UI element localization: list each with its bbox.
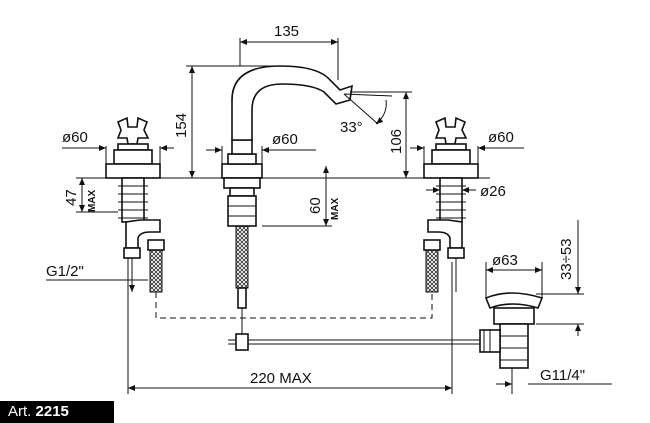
dim-waste-height-range: 33÷53 [558, 238, 575, 280]
right-handle [423, 116, 479, 293]
dim-waste-thread: G11/4" [540, 367, 585, 384]
spout [221, 65, 492, 351]
dim-spout-shank-length: 60 [307, 197, 324, 214]
waste-assembly [479, 292, 544, 369]
article-number: 2215 [35, 403, 69, 420]
dim-left-handle-diameter: ø60 [62, 129, 88, 146]
article-label: Art. 2215 [0, 401, 114, 423]
dim-spout-angle: 33° [340, 119, 363, 136]
hot-cold-hose-dashed [155, 292, 433, 319]
left-flex-hose [149, 247, 163, 293]
dim-left-connection-thread: G1/2" [46, 263, 84, 280]
right-flex-hose [425, 247, 439, 293]
dim-spout-outlet-height: 106 [388, 129, 405, 154]
dim-right-handle-diameter: ø60 [488, 129, 514, 146]
dim-spout-height: 154 [173, 113, 190, 138]
dim-waste-diameter: ø63 [492, 252, 518, 269]
dim-spout-base-diameter: ø60 [272, 131, 298, 148]
dim-overall-width: 220 MAX [250, 370, 312, 387]
dim-left-shank-length: 47 [63, 189, 80, 206]
dim-spout-shank-max: MAX [330, 197, 341, 220]
left-handle [105, 116, 165, 293]
dim-left-shank-max: MAX [87, 189, 98, 212]
dim-spout-reach: 135 [274, 23, 299, 40]
article-prefix: Art. [8, 403, 32, 420]
dim-right-shank-diameter: ø26 [480, 183, 506, 200]
